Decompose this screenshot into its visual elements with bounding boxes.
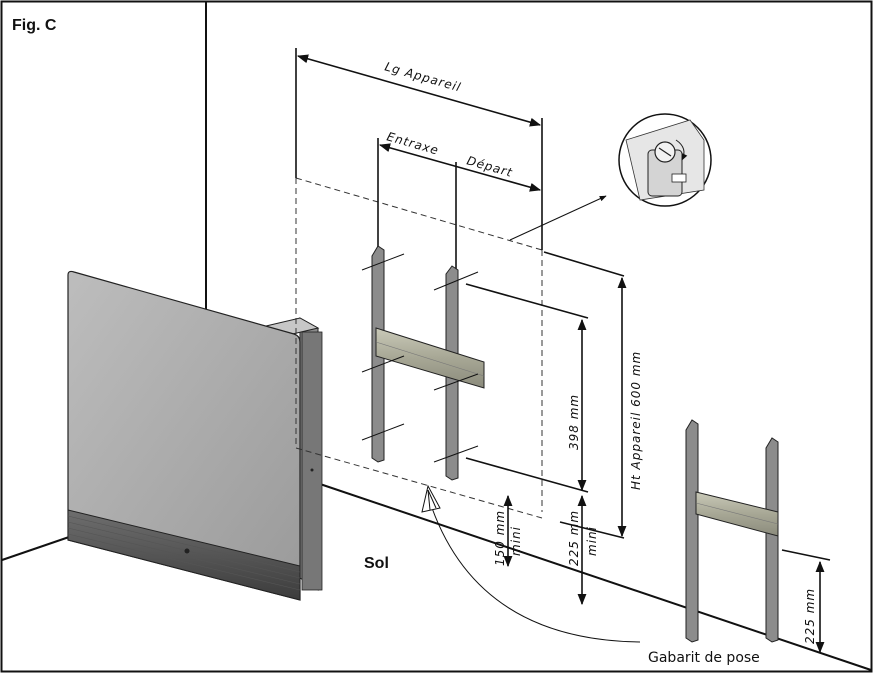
template-label: Gabarit de pose <box>648 650 760 666</box>
panel-button-icon <box>184 548 190 554</box>
device-height-label: Ht Appareil 600 mm <box>629 351 643 490</box>
detail-inset <box>618 113 712 207</box>
template-height-label: 225 mm <box>803 588 817 644</box>
template-dimension <box>781 549 831 654</box>
floor-label: Sol <box>364 555 389 572</box>
flip-arrow <box>421 484 641 643</box>
mini-label-1: mini <box>585 526 599 556</box>
mini-label-2: mini <box>509 526 523 556</box>
height-dimensions <box>465 251 627 606</box>
device-length-label: Lg Appareil <box>383 59 463 94</box>
center-dimension <box>377 138 542 276</box>
device-outline <box>295 177 543 519</box>
length-dimension <box>295 48 543 250</box>
radiator-panel <box>67 270 323 601</box>
bracket-height-label: 398 mm <box>567 394 581 450</box>
template-bracket <box>685 419 779 643</box>
floor-offset-label: 225 mm <box>567 510 581 566</box>
detail-pointer <box>509 195 607 241</box>
figure-label: Fig. C <box>12 17 57 34</box>
mounting-bracket <box>361 245 485 481</box>
min-gap-label: 150 mm <box>493 510 507 566</box>
